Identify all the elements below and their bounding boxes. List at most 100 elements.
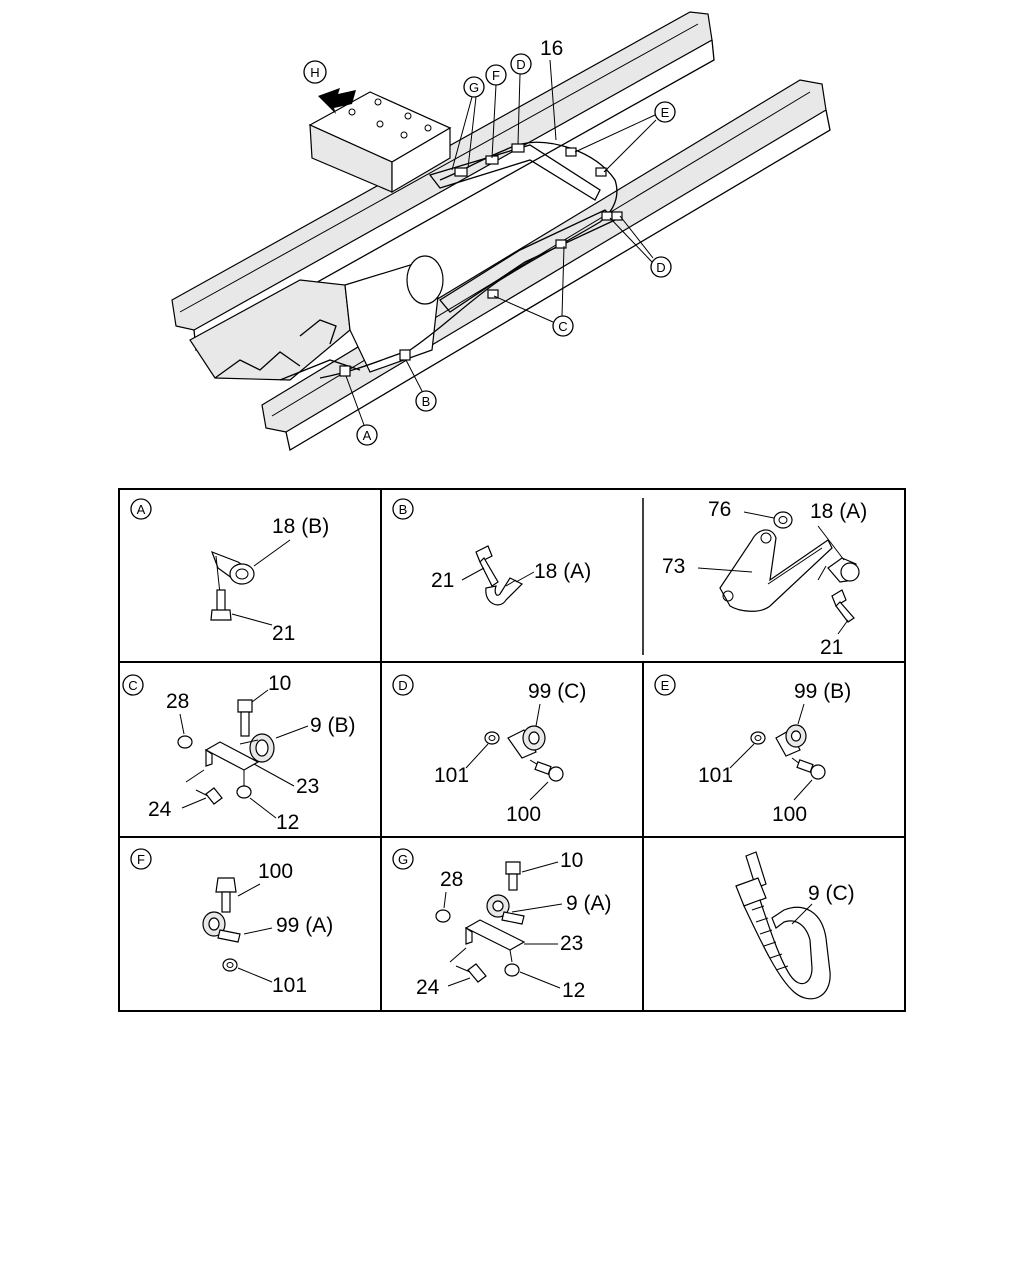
bolt-21-bracket xyxy=(831,589,855,623)
callout-b-label: B xyxy=(422,394,431,409)
callout-a-label: A xyxy=(363,428,372,443)
panel-f-nut-label: 101 xyxy=(272,974,307,997)
panel-c-washer-label: 28 xyxy=(166,690,189,713)
bolt-10-g xyxy=(505,861,521,891)
panel-f-bolt-label: 100 xyxy=(258,860,293,883)
callout-d-right: D xyxy=(609,215,672,278)
nut-101-f xyxy=(222,958,238,972)
clip-9a xyxy=(486,894,525,925)
panel-g-nut-label: 12 xyxy=(562,979,585,1002)
callout-d-top-label: D xyxy=(516,57,525,72)
clip-18a-b xyxy=(485,577,524,606)
clip-99a xyxy=(202,911,241,943)
band-label: 9 (C) xyxy=(808,882,855,905)
part-16-text: 16 xyxy=(540,37,563,60)
bracket-clip-label: 18 (A) xyxy=(810,500,867,523)
panel-a-clip-label: 18 (B) xyxy=(272,515,329,538)
detail-panel-band: 9 (C) xyxy=(735,851,855,1000)
callout-d-top: D xyxy=(510,53,532,145)
bracket-label: 73 xyxy=(662,555,685,578)
callout-f-label: F xyxy=(492,68,500,83)
panel-e-bolt-label: 100 xyxy=(772,803,807,826)
band-clamp-9c xyxy=(735,851,831,1000)
bracket-23-g xyxy=(449,919,526,963)
bolt-24-g xyxy=(455,963,487,983)
panel-d-nut-label: 101 xyxy=(434,764,469,787)
detail-panel-g: G 28 10 9 (A) 23 xyxy=(392,848,612,1002)
callout-e-label: E xyxy=(661,105,670,120)
callout-c: C xyxy=(493,245,574,337)
panel-g-bracket-label: 23 xyxy=(560,932,583,955)
bracket-73 xyxy=(719,529,833,612)
nut-101-d xyxy=(484,731,500,745)
panel-c-bolt-low-label: 24 xyxy=(148,798,172,821)
callout-d-right-label: D xyxy=(656,260,665,275)
bolt-21-b xyxy=(475,545,499,587)
callout-g: G xyxy=(451,76,485,171)
panel-f-tag: F xyxy=(137,852,145,867)
panel-d-bolt-label: 100 xyxy=(506,803,541,826)
bolt-100-f xyxy=(215,877,237,913)
bolt-10-c xyxy=(237,699,253,737)
detail-panel-b: B 21 18 (A) xyxy=(392,498,591,606)
washer-28-c xyxy=(177,735,193,749)
panel-b-clip-label: 18 (A) xyxy=(534,560,591,583)
view-arrow-label: H xyxy=(310,65,319,80)
bracket-nut-label: 76 xyxy=(708,498,731,521)
clip-18a-bracket xyxy=(817,557,860,583)
washer-28-g xyxy=(435,909,451,923)
panel-d-tag: D xyxy=(398,678,407,693)
panel-g-washer-label: 28 xyxy=(440,868,463,891)
panel-a-bolt-label: 21 xyxy=(272,622,295,645)
panel-f-clip-label: 99 (A) xyxy=(276,914,333,937)
detail-panel-c: C 28 10 9 (B) 23 xyxy=(122,672,356,834)
detail-panel-d: D 99 (C) 101 100 xyxy=(392,674,586,826)
detail-grid xyxy=(118,488,906,1012)
panel-e-tag: E xyxy=(661,678,670,693)
clip-18b xyxy=(210,550,255,595)
engine-transmission xyxy=(189,255,444,381)
panel-c-tag: C xyxy=(128,678,137,693)
panel-g-clip-label: 9 (A) xyxy=(566,892,612,915)
view-arrow-h: H xyxy=(303,60,356,114)
detail-panel-e: E 99 (B) 101 100 xyxy=(654,674,851,826)
nut-76 xyxy=(773,511,793,529)
nut-12-c xyxy=(236,785,252,799)
callout-f: F xyxy=(485,64,507,159)
detail-panel-f: F 100 99 (A) 101 xyxy=(130,848,333,997)
callout-c-label: C xyxy=(558,319,567,334)
part-16-label: 16 xyxy=(540,37,563,141)
panel-a-tag: A xyxy=(137,502,146,517)
panel-c-bolt-top-label: 10 xyxy=(268,672,291,695)
panel-c-bracket-label: 23 xyxy=(296,775,319,798)
panel-c-nut-label: 12 xyxy=(276,811,299,834)
panel-c-clip-label: 9 (B) xyxy=(310,714,356,737)
clip-9b xyxy=(239,733,275,763)
panel-g-bolt-top-label: 10 xyxy=(560,849,583,872)
crossmember-front xyxy=(428,144,601,201)
callout-b: B xyxy=(405,359,437,412)
panel-e-clip-label: 99 (B) xyxy=(794,680,851,703)
panel-g-bolt-low-label: 24 xyxy=(416,976,440,999)
panel-b-bolt-label: 21 xyxy=(431,569,454,592)
panel-b-tag: B xyxy=(399,502,408,517)
callout-g-label: G xyxy=(469,80,479,95)
panel-e-nut-label: 101 xyxy=(698,764,733,787)
bracket-bolt-label: 21 xyxy=(820,636,843,659)
panel-d-clip-label: 99 (C) xyxy=(528,680,586,703)
chassis-overview: H G F D 16 E D xyxy=(171,11,831,452)
bolt-100-d xyxy=(529,759,564,782)
nut-101-e xyxy=(750,731,766,745)
detail-panel-bracket: 76 18 (A) 73 21 xyxy=(662,498,867,659)
bolt-21-a xyxy=(210,589,232,621)
bolt-100-e xyxy=(791,757,826,780)
callout-e: E xyxy=(574,101,676,173)
clip-99b xyxy=(775,724,807,757)
panel-g-tag: G xyxy=(398,852,408,867)
callout-a: A xyxy=(345,375,378,446)
nut-12-g xyxy=(504,963,520,977)
clip-99c xyxy=(507,725,546,759)
detail-panel-a: A 18 (B) 21 xyxy=(130,498,329,645)
bolt-24-c xyxy=(195,787,223,805)
